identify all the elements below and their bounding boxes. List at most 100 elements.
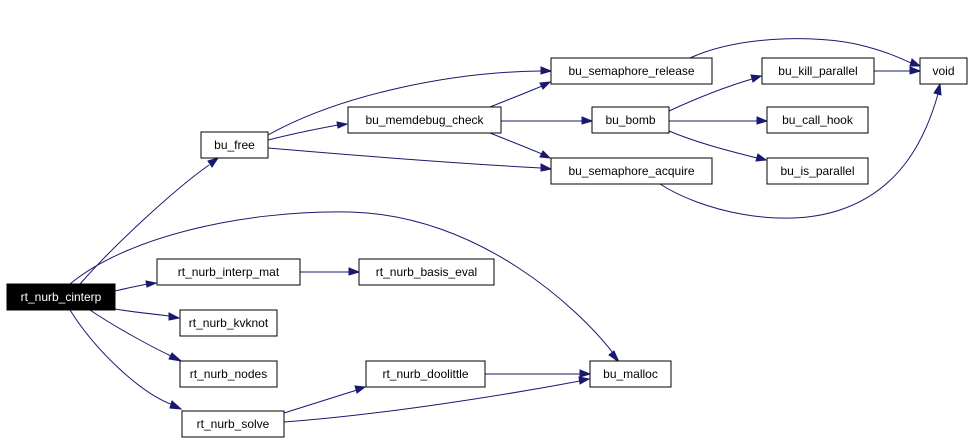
node-label: rt_nurb_basis_eval	[376, 265, 477, 279]
edge-rt_nurb_cinterp-to-bu_malloc	[69, 211, 621, 364]
node-label: void	[932, 64, 954, 78]
node-bu-kill-parallel[interactable]: bu_kill_parallel	[761, 57, 875, 85]
edge-rt_nurb_interp_mat-to-rt_nurb_basis_eval	[300, 267, 361, 276]
arrowhead-icon	[168, 352, 183, 362]
node-box	[179, 309, 278, 337]
node-box	[179, 360, 278, 388]
edge-rt_nurb_cinterp-to-bu_free	[79, 157, 220, 285]
edge-rt_nurb_doolittle-to-bu_malloc	[484, 369, 592, 378]
edge-line	[659, 93, 939, 219]
node-rt-nurb-kvknot[interactable]: rt_nurb_kvknot	[179, 309, 278, 337]
node-bu-call-hook[interactable]: bu_call_hook	[766, 106, 869, 134]
node-label: rt_nurb_kvknot	[189, 316, 269, 330]
arrowhead-icon	[755, 153, 768, 162]
edge-rt_nurb_solve-to-rt_nurb_doolittle	[283, 385, 367, 414]
arrowhead-icon	[145, 280, 158, 288]
arrowhead-icon	[336, 121, 349, 129]
arrowhead-icon	[608, 350, 621, 364]
node-bu-is-parallel[interactable]: bu_is_parallel	[766, 157, 869, 185]
edge-bu_bomb-to-bu_kill_parallel	[668, 74, 763, 112]
edge-line	[283, 380, 581, 423]
node-label: bu_memdebug_check	[365, 113, 484, 127]
edge-bu_kill_parallel-to-void	[874, 66, 922, 75]
arrowhead-icon	[909, 66, 922, 75]
node-label: rt_nurb_nodes	[190, 367, 267, 381]
edge-rt_nurb_solve-to-bu_malloc	[283, 376, 591, 423]
node-label: bu_call_hook	[782, 113, 854, 127]
node-box	[6, 283, 116, 311]
node-rt-nurb-doolittle[interactable]: rt_nurb_doolittle	[365, 360, 486, 388]
arrowhead-icon	[539, 81, 552, 90]
node-box	[365, 360, 486, 388]
node-box	[347, 106, 502, 134]
edge-line	[489, 85, 543, 108]
node-box	[766, 157, 869, 185]
edge-line	[69, 211, 614, 354]
edge-line	[689, 38, 912, 64]
node-label: bu_semaphore_acquire	[568, 164, 694, 178]
node-rt-nurb-nodes[interactable]: rt_nurb_nodes	[179, 360, 278, 388]
edge-bu_memdebug_check-to-bu_semaphore_acquire	[489, 132, 552, 159]
node-label: bu_free	[214, 138, 255, 152]
arrowhead-icon	[579, 369, 592, 378]
arrowhead-icon	[169, 400, 183, 410]
edge-line	[89, 309, 174, 358]
edge-bu_memdebug_check-to-bu_bomb	[500, 116, 594, 125]
node-box	[200, 131, 269, 159]
edge-line	[489, 132, 543, 155]
node-box	[550, 157, 713, 185]
edge-line	[69, 309, 174, 406]
node-bu-free[interactable]: bu_free	[200, 131, 269, 159]
arrowhead-icon	[909, 58, 922, 67]
node-bu-semaphore-acquire[interactable]: bu_semaphore_acquire	[550, 157, 713, 185]
node-rt-nurb-interp-mat[interactable]: rt_nurb_interp_mat	[156, 258, 301, 286]
node-label: bu_malloc	[603, 367, 658, 381]
node-label: bu_is_parallel	[780, 164, 854, 178]
node-box	[761, 57, 875, 85]
node-label: bu_kill_parallel	[778, 64, 857, 78]
edge-bu_free-to-bu_memdebug_check	[267, 121, 349, 141]
edge-rt_nurb_cinterp-to-rt_nurb_solve	[69, 309, 183, 410]
edge-line	[267, 124, 339, 141]
node-label: bu_bomb	[605, 113, 655, 127]
node-void[interactable]: void	[919, 57, 968, 85]
node-rt-nurb-solve[interactable]: rt_nurb_solve	[181, 410, 285, 438]
edge-rt_nurb_cinterp-to-rt_nurb_kvknot	[114, 308, 181, 321]
arrowhead-icon	[540, 66, 553, 75]
node-bu-malloc[interactable]: bu_malloc	[589, 360, 672, 388]
node-box	[589, 360, 672, 388]
edge-line	[668, 78, 753, 112]
node-box	[550, 57, 713, 85]
edge-bu_bomb-to-bu_call_hook	[668, 116, 769, 125]
edge-line	[114, 308, 171, 317]
node-bu-semaphore-release[interactable]: bu_semaphore_release	[550, 57, 713, 85]
node-label: rt_nurb_cinterp	[21, 290, 102, 304]
arrowhead-icon	[168, 312, 181, 321]
arrowhead-icon	[581, 116, 594, 125]
arrowhead-icon	[348, 267, 361, 276]
edge-line	[79, 164, 210, 285]
node-bu-bomb[interactable]: bu_bomb	[591, 106, 670, 134]
arrowhead-icon	[933, 82, 942, 96]
edge-line	[267, 147, 542, 169]
arrowhead-icon	[578, 376, 591, 385]
node-rt-nurb-basis-eval[interactable]: rt_nurb_basis_eval	[358, 258, 495, 286]
arrowhead-icon	[540, 163, 553, 172]
node-box	[181, 410, 285, 438]
node-label: rt_nurb_doolittle	[382, 367, 468, 381]
node-rt-nurb-cinterp[interactable]: rt_nurb_cinterp	[6, 283, 116, 311]
node-box	[919, 57, 968, 85]
edge-bu_free-to-bu_semaphore_release	[267, 66, 553, 136]
edge-bu_semaphore_release-to-void	[689, 38, 922, 67]
node-box	[766, 106, 869, 134]
edge-bu_semaphore_acquire-to-void	[659, 82, 942, 219]
node-label: bu_semaphore_release	[568, 64, 694, 78]
node-label: rt_nurb_solve	[197, 417, 270, 431]
arrowhead-icon	[539, 150, 552, 159]
node-label: rt_nurb_interp_mat	[178, 265, 280, 279]
edge-line	[283, 389, 358, 414]
edge-rt_nurb_cinterp-to-rt_nurb_interp_mat	[114, 280, 158, 292]
edge-line	[114, 283, 148, 292]
node-bu-memdebug-check[interactable]: bu_memdebug_check	[347, 106, 502, 134]
node-box	[591, 106, 670, 134]
